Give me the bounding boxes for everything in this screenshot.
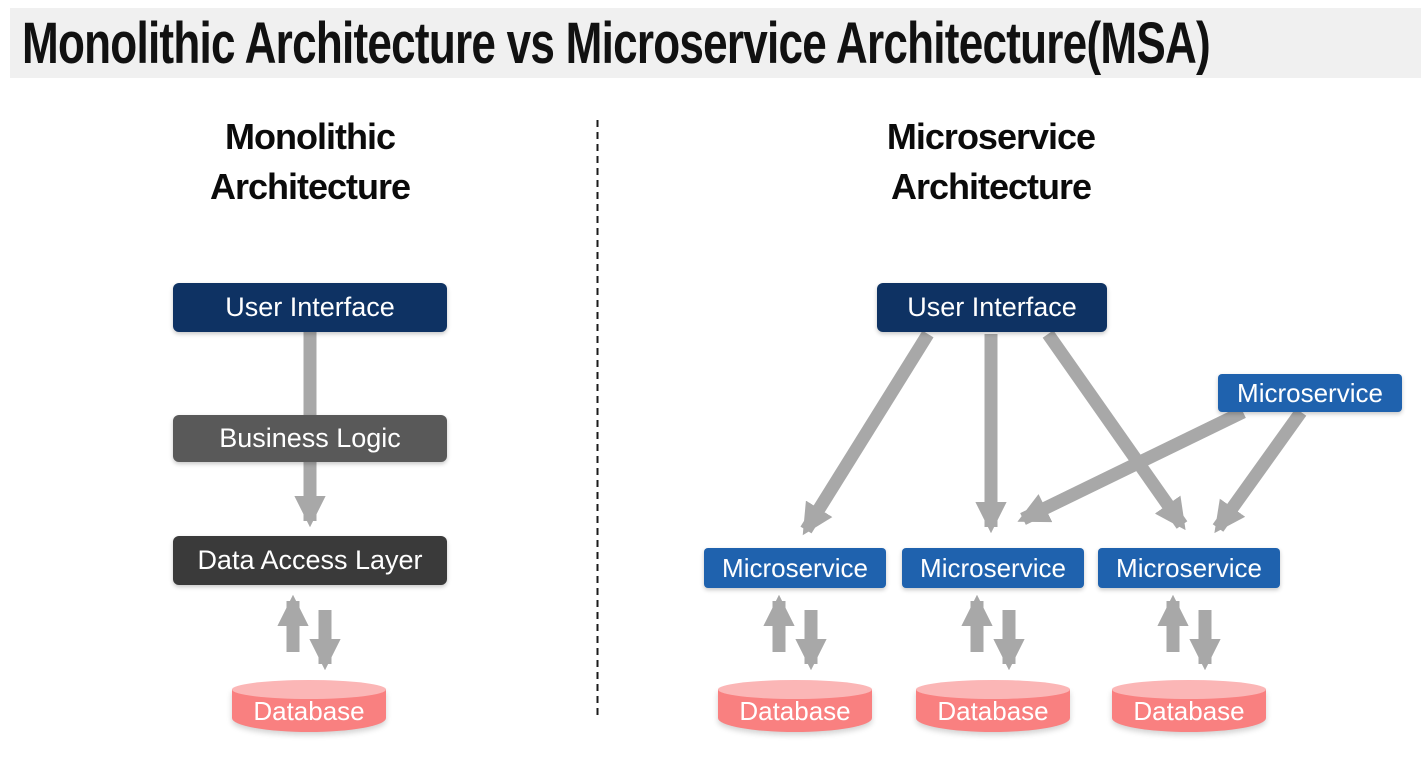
database-cylinder-top	[718, 680, 872, 699]
business-logic-box: Business Logic	[173, 415, 447, 462]
database-cylinder-3: Database	[1112, 680, 1266, 732]
database-label: Database	[253, 696, 365, 726]
microservice-label: Microservice	[1116, 552, 1262, 583]
page-title: Monolithic Architecture vs Microservice …	[22, 10, 1211, 76]
database-cylinder-1: Database	[718, 680, 872, 732]
arrow-extraservice-to-microservice3	[1212, 408, 1307, 534]
microservice-heading-line2: Architecture	[890, 166, 1092, 207]
user-interface-label: User Interface	[907, 292, 1077, 322]
microservice-box-3: Microservice	[1098, 548, 1280, 588]
microservice-box-extra: Microservice	[1218, 374, 1402, 412]
microservice-heading: Microservice Architecture	[811, 112, 1171, 212]
user-interface-box-monolithic: User Interface	[173, 283, 447, 332]
arrow-ui-to-microservice3	[1042, 330, 1188, 531]
database-label: Database	[937, 696, 1049, 726]
monolithic-heading: Monolithic Architecture	[130, 112, 490, 212]
monolithic-heading-line2: Architecture	[209, 166, 411, 207]
database-cylinder-2: Database	[916, 680, 1070, 732]
database-cylinder-top	[1112, 680, 1266, 699]
data-access-layer-label: Data Access Layer	[197, 545, 423, 575]
monolithic-heading-line1: Monolithic	[225, 116, 396, 157]
microservice-heading-line1: Microservice	[886, 116, 1096, 157]
database-cylinder-top	[232, 680, 386, 699]
data-access-layer-box: Data Access Layer	[173, 536, 447, 585]
database-label: Database	[1133, 696, 1245, 726]
microservice-box-2: Microservice	[902, 548, 1084, 588]
microservice-label: Microservice	[920, 552, 1066, 583]
title-bar: Monolithic Architecture vs Microservice …	[10, 8, 1421, 78]
microservice-label: Microservice	[722, 552, 868, 583]
database-cylinder-top	[916, 680, 1070, 699]
microservice-label: Microservice	[1237, 377, 1383, 408]
user-interface-box-msa: User Interface	[877, 283, 1107, 332]
business-logic-label: Business Logic	[219, 423, 401, 453]
microservice-box-1: Microservice	[704, 548, 886, 588]
arrow-extraservice-to-microservice2	[1017, 406, 1246, 525]
database-label: Database	[739, 696, 851, 726]
arrow-ui-to-microservice1	[800, 330, 934, 536]
database-cylinder-monolithic: Database	[232, 680, 386, 732]
user-interface-label: User Interface	[225, 292, 395, 322]
